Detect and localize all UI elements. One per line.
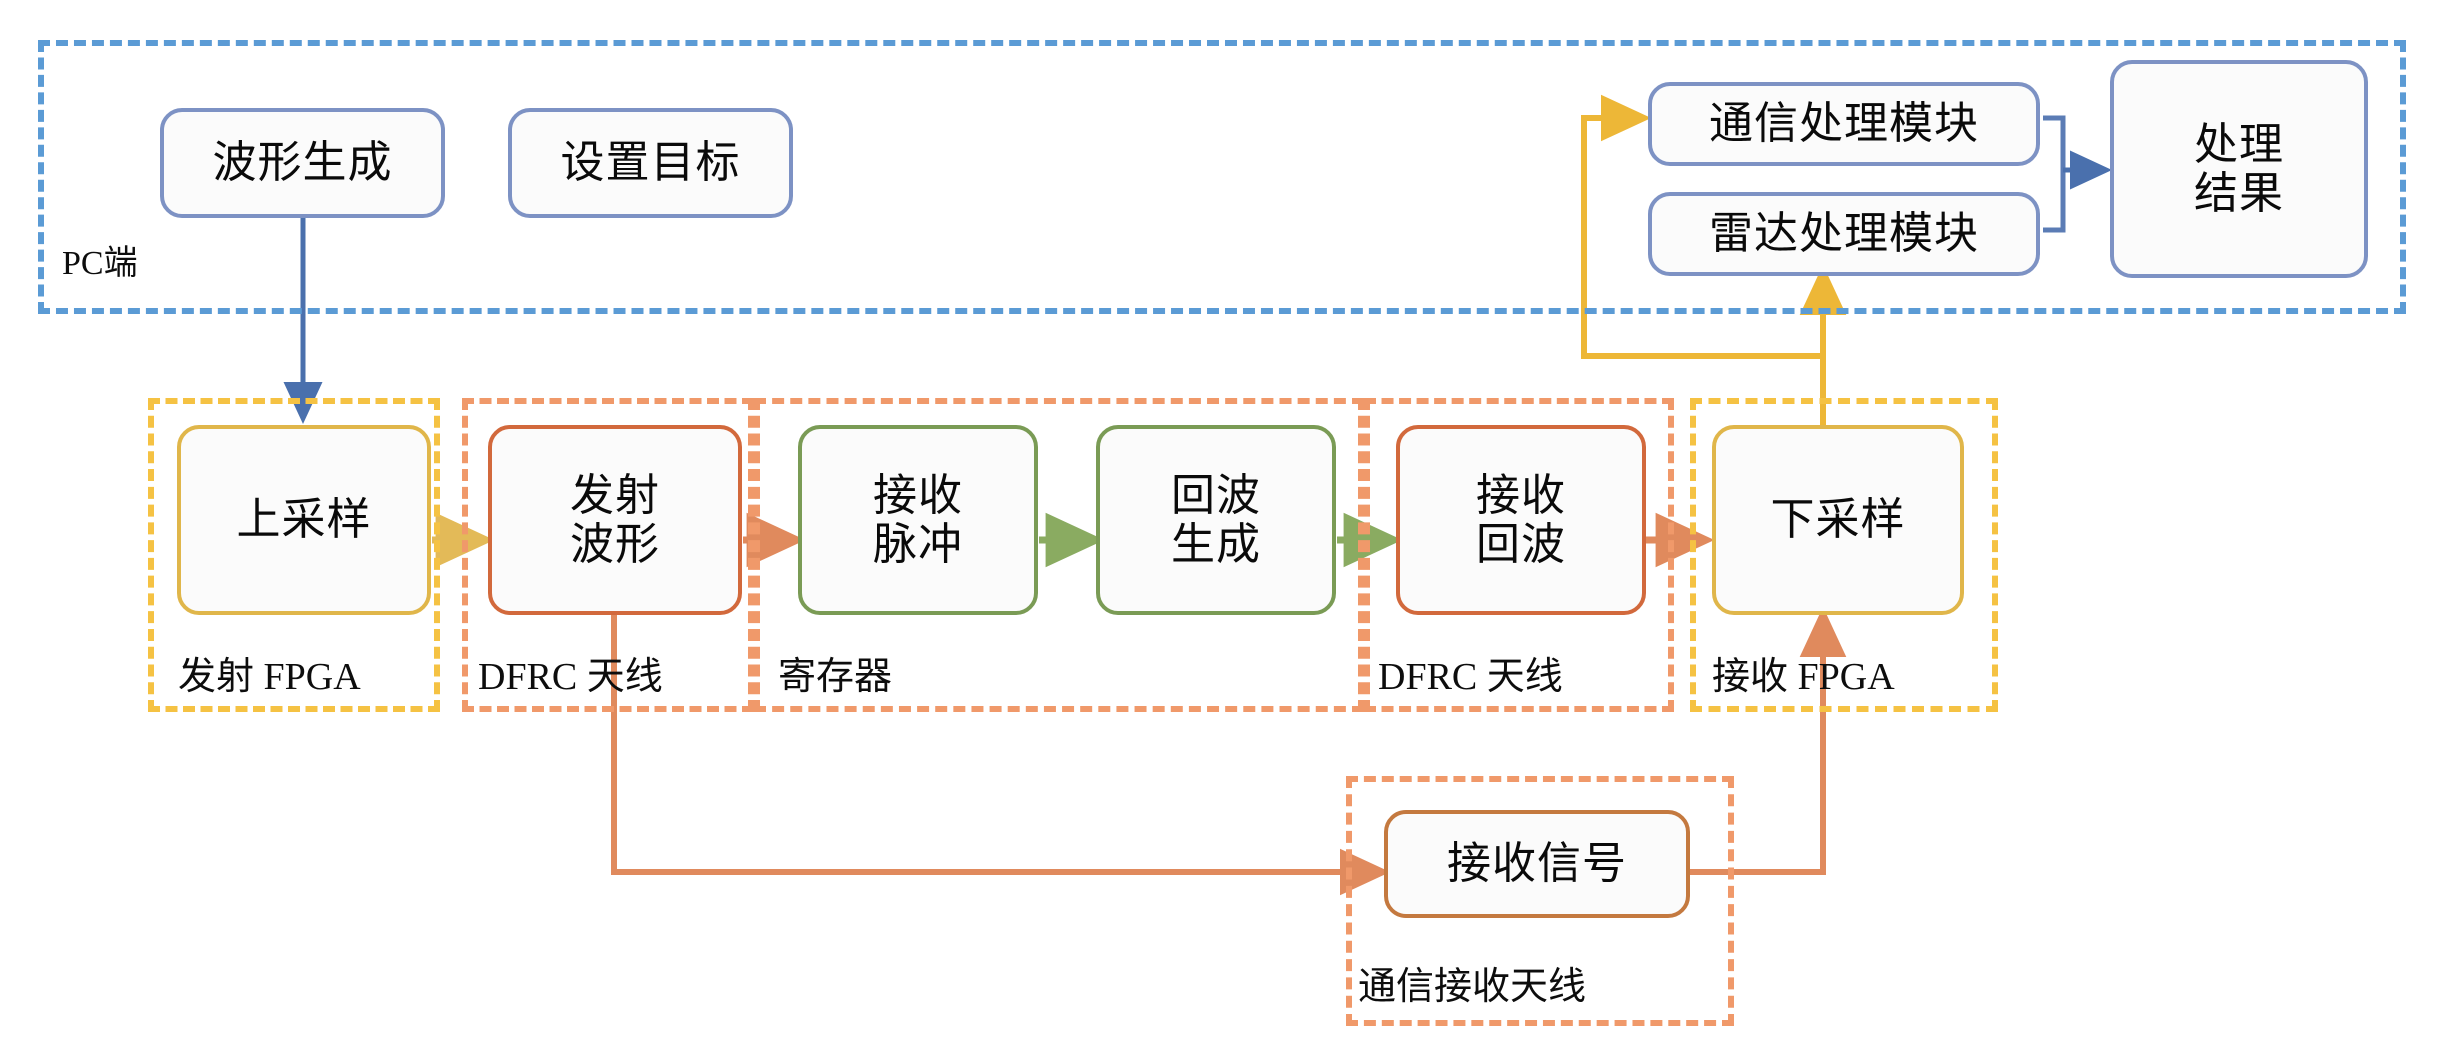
box-label-line2: 脉冲: [873, 520, 963, 569]
box-label-line1: 回波: [1171, 470, 1261, 520]
group-register: [754, 398, 1364, 712]
group-label-pc: PC端: [62, 245, 138, 282]
box-upsample[interactable]: 上采样: [177, 425, 431, 615]
group-rx-fpga: [1690, 398, 1998, 712]
group-comm-rx-antenna: [1346, 776, 1734, 1026]
edge-radarmodule-to-result: [2043, 170, 2066, 233]
edge-rxsignal-to-downsample: [1690, 606, 1847, 875]
group-tx-fpga: [148, 398, 440, 712]
box-label-line2: 波形: [570, 520, 660, 569]
box-transmit-waveform[interactable]: 发射 波形: [488, 425, 742, 615]
edge-txwaveform-to-rxsignal: [611, 612, 1391, 896]
group-dfrc-antenna-rx: [1364, 398, 1674, 712]
box-label-line1: 接收: [873, 470, 963, 520]
group-pc: [38, 40, 2406, 314]
box-receive-signal[interactable]: 接收信号: [1384, 810, 1690, 918]
box-label-line1: 接收: [1476, 470, 1566, 520]
box-label-line2: 回波: [1476, 520, 1566, 569]
box-waveform-generation[interactable]: 波形生成: [160, 108, 445, 218]
box-label: 下采样: [1770, 495, 1906, 545]
box-set-target[interactable]: 设置目标: [508, 108, 793, 218]
box-receive-echo[interactable]: 接收 回波: [1396, 425, 1646, 615]
box-label-line1: 处理: [2194, 119, 2284, 169]
box-label: 上采样: [236, 495, 372, 545]
edge-downsample-to-commmodule: [1581, 94, 1823, 359]
group-label-comm-rx-antenna: 通信接收天线: [1358, 966, 1587, 1008]
box-label: 雷达处理模块: [1709, 209, 1979, 259]
edge-commmodule-to-result: [2043, 115, 2066, 170]
group-label-dfrc-antenna-rx: DFRC 天线: [1378, 656, 1563, 698]
group-label-dfrc-antenna-tx: DFRC 天线: [478, 656, 663, 698]
box-label-line2: 生成: [1171, 520, 1261, 569]
box-echo-generation[interactable]: 回波 生成: [1096, 425, 1336, 615]
group-label-tx-fpga: 发射 FPGA: [178, 656, 361, 698]
box-label-line1: 发射: [570, 470, 660, 520]
box-label: 通信处理模块: [1709, 99, 1979, 149]
box-processing-result[interactable]: 处理 结果: [2110, 60, 2368, 278]
box-label: 波形生成: [212, 138, 393, 188]
box-communication-processing-module[interactable]: 通信处理模块: [1648, 82, 2040, 166]
box-label-line2: 结果: [2194, 169, 2284, 218]
group-label-rx-fpga: 接收 FPGA: [1712, 656, 1895, 698]
box-receive-pulse[interactable]: 接收 脉冲: [798, 425, 1038, 615]
group-label-register: 寄存器: [778, 656, 893, 698]
group-dfrc-antenna-tx: [462, 398, 754, 712]
box-label: 接收信号: [1447, 839, 1627, 889]
box-radar-processing-module[interactable]: 雷达处理模块: [1648, 192, 2040, 276]
box-downsample[interactable]: 下采样: [1712, 425, 1964, 615]
box-label: 设置目标: [560, 138, 741, 188]
